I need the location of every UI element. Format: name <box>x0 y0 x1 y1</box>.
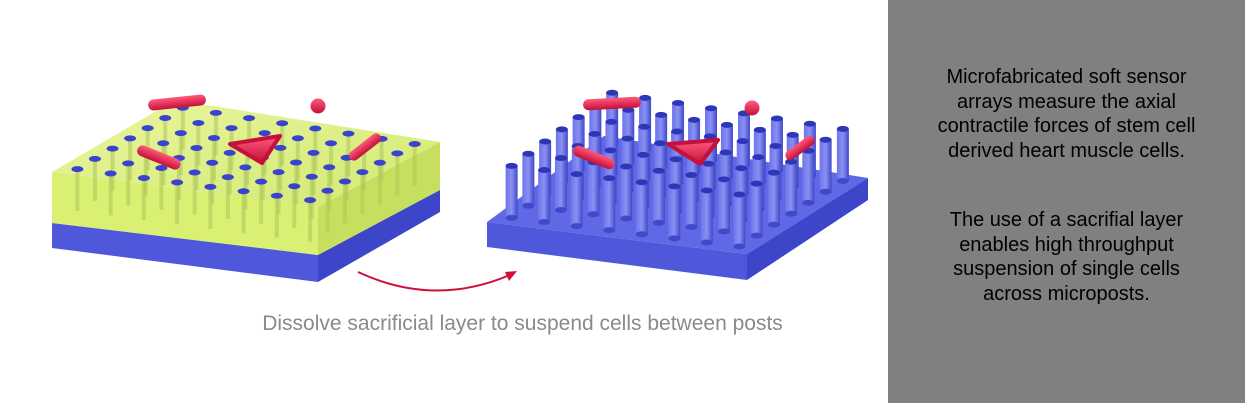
micropost <box>221 174 234 220</box>
left-substrate-with-sacrificial-layer <box>52 94 440 282</box>
micropost <box>718 176 731 235</box>
panel-line: enables high throughput <box>959 233 1174 256</box>
panel-line: arrays measure the axial <box>957 90 1176 113</box>
left-post-array <box>71 104 421 243</box>
micropost <box>188 169 201 215</box>
cell-elongated <box>348 133 382 161</box>
micropost <box>155 164 168 210</box>
cell-round <box>744 100 760 116</box>
cell-triangular <box>666 138 720 166</box>
micropost <box>700 187 713 246</box>
micropost <box>338 178 351 224</box>
micropost <box>391 150 404 196</box>
micropost <box>171 179 184 225</box>
right-cells <box>573 96 815 170</box>
micropost <box>802 147 815 206</box>
micropost <box>237 188 250 234</box>
micropost <box>620 163 633 222</box>
panel-paragraph-1: Microfabricated soft sensor arrays measu… <box>888 65 1245 163</box>
left-cells <box>137 94 382 170</box>
micropost <box>204 183 217 229</box>
micropost <box>304 197 317 243</box>
panel-paragraph-2: The use of a sacrifial layer enables hig… <box>888 208 1245 306</box>
left-layer-front <box>52 172 318 255</box>
micropost <box>137 174 150 220</box>
right-substrate-with-posts <box>487 89 868 280</box>
micropost <box>408 141 421 187</box>
micropost <box>767 169 780 228</box>
micropost <box>538 166 551 225</box>
cell-elongated <box>148 94 206 111</box>
micropost <box>255 178 268 224</box>
micropost <box>587 159 600 218</box>
micropost <box>71 166 84 212</box>
cell-elongated <box>137 145 181 170</box>
micropost <box>554 154 567 213</box>
micropost <box>570 171 583 230</box>
micropost <box>373 159 386 205</box>
cell-round <box>310 98 326 114</box>
panel-line: The use of a sacrifial layer <box>949 209 1184 231</box>
panel-line: Microfabricated soft sensor <box>946 66 1187 88</box>
micropost-diagram <box>52 89 868 292</box>
arrow-head <box>505 271 517 281</box>
micropost <box>635 179 648 238</box>
right-base-side <box>747 178 868 280</box>
left-base-side <box>318 190 440 282</box>
cell-elongated <box>573 145 615 170</box>
panel-line: suspension of single cells <box>953 258 1180 280</box>
micropost <box>836 125 849 184</box>
micropost <box>288 183 301 229</box>
left-base-front <box>52 223 318 282</box>
micropost <box>522 150 535 209</box>
cell-triangular <box>228 134 282 165</box>
micropost <box>819 136 832 195</box>
panel-line: contractile forces of stem cell <box>937 115 1196 137</box>
micropost <box>104 170 117 216</box>
panel-line: derived heart muscle cells. <box>948 139 1185 162</box>
micropost <box>733 191 746 250</box>
curved-arrow-icon <box>357 271 513 292</box>
description-panel: Microfabricated soft sensor arrays measu… <box>888 0 1245 403</box>
cell-elongated <box>785 135 815 161</box>
micropost <box>356 169 369 215</box>
micropost <box>88 155 101 201</box>
micropost <box>652 167 665 226</box>
cell-elongated <box>583 96 641 111</box>
micropost <box>122 160 135 206</box>
micropost <box>505 162 518 221</box>
micropost <box>785 158 798 217</box>
panel-line: across microposts. <box>983 282 1150 305</box>
micropost <box>685 172 698 231</box>
micropost <box>750 180 763 239</box>
micropost <box>270 192 283 238</box>
micropost <box>668 183 681 242</box>
micropost <box>603 175 616 234</box>
right-base-front <box>487 222 747 280</box>
micropost <box>321 187 334 233</box>
diagram-caption: Dissolve sacrificial layer to suspend ce… <box>262 312 783 335</box>
